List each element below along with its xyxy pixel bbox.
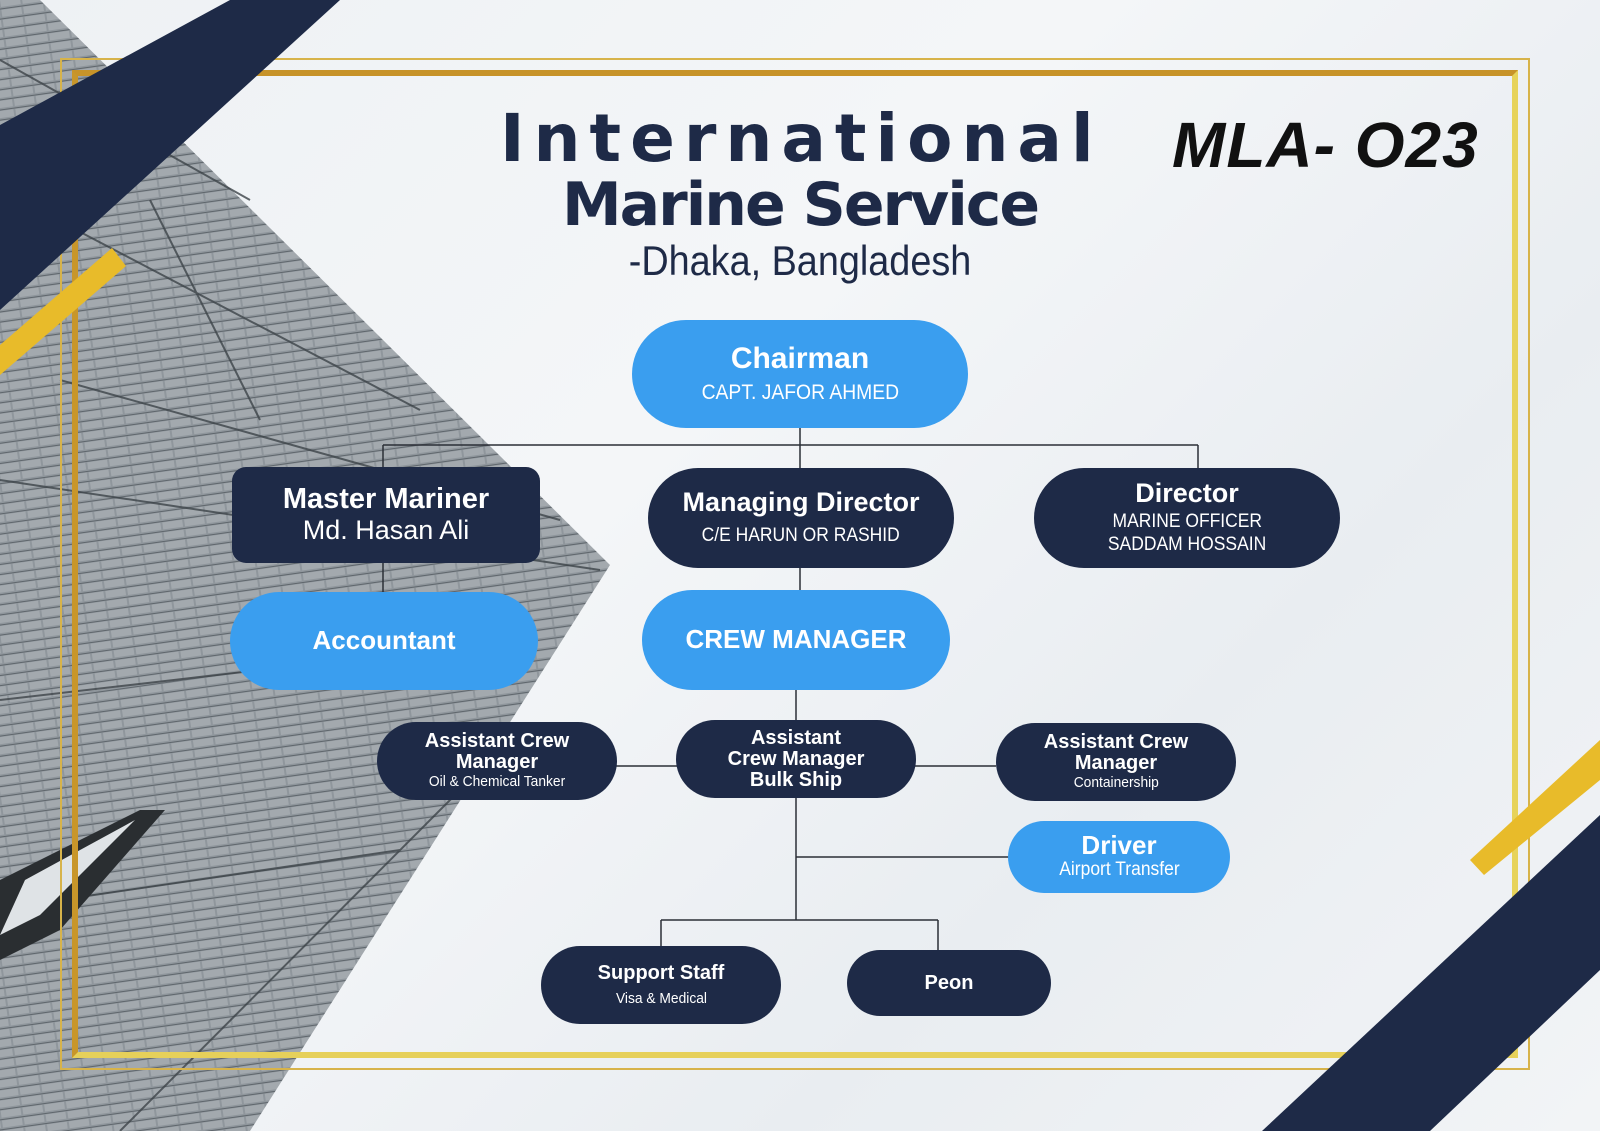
node-acm-bulk[interactable]: Assistant Crew Manager Bulk Ship bbox=[676, 720, 916, 798]
node-master-mariner[interactable]: Master Mariner Md. Hasan Ali bbox=[232, 467, 540, 563]
title-international: International bbox=[500, 100, 1103, 177]
node-acm-bulk-title-3: Bulk Ship bbox=[749, 768, 843, 791]
node-managing-director-name: C/E HARUN OR RASHID bbox=[701, 524, 901, 546]
node-acm-tanker-title-2: Manager bbox=[455, 751, 539, 773]
node-master-mariner-title: Master Mariner bbox=[282, 482, 490, 515]
node-acm-container-title-1: Assistant Crew bbox=[1043, 731, 1189, 753]
node-accountant-title: Accountant bbox=[312, 625, 456, 656]
node-driver[interactable]: Driver Airport Transfer bbox=[1008, 821, 1230, 893]
title-block: International Marine Service -Dhaka, Ban… bbox=[500, 104, 1100, 286]
gold-frame-inner bbox=[72, 70, 1518, 1058]
node-managing-director[interactable]: Managing Director C/E HARUN OR RASHID bbox=[648, 468, 954, 568]
document-code: MLA- O23 bbox=[1172, 109, 1479, 181]
node-director-name: SADDAM HOSSAIN bbox=[1107, 534, 1267, 556]
node-acm-tanker-title-1: Assistant Crew bbox=[424, 730, 570, 752]
node-peon[interactable]: Peon bbox=[847, 950, 1051, 1016]
node-driver-sub: Airport Transfer bbox=[1058, 859, 1180, 881]
node-support-staff[interactable]: Support Staff Visa & Medical bbox=[541, 946, 781, 1024]
node-acm-container-sub: Containership bbox=[1073, 774, 1159, 791]
node-chairman-title: Chairman bbox=[730, 341, 870, 375]
node-acm-tanker-sub: Oil & Chemical Tanker bbox=[428, 773, 566, 790]
node-managing-director-title: Managing Director bbox=[682, 487, 920, 518]
node-accountant[interactable]: Accountant bbox=[230, 592, 538, 690]
node-support-staff-sub: Visa & Medical bbox=[615, 989, 707, 1007]
node-acm-container-title-2: Manager bbox=[1074, 752, 1158, 774]
gold-frame-outer bbox=[60, 58, 1530, 1070]
node-support-staff-title: Support Staff bbox=[597, 961, 725, 984]
title-location: -Dhaka, Bangladesh bbox=[628, 237, 972, 284]
node-peon-title: Peon bbox=[924, 971, 974, 994]
node-crew-manager-title: CREW MANAGER bbox=[685, 624, 907, 655]
node-chairman[interactable]: Chairman CAPT. JAFOR AHMED bbox=[632, 320, 968, 428]
node-master-mariner-name: Md. Hasan Ali bbox=[302, 515, 470, 546]
node-chairman-name: CAPT. JAFOR AHMED bbox=[701, 381, 899, 405]
node-director[interactable]: Director MARINE OFFICER SADDAM HOSSAIN bbox=[1034, 468, 1340, 568]
node-crew-manager[interactable]: CREW MANAGER bbox=[642, 590, 950, 690]
node-acm-container[interactable]: Assistant Crew Manager Containership bbox=[996, 723, 1236, 801]
node-director-role: MARINE OFFICER bbox=[1112, 511, 1262, 533]
title-marine-service: Marine Service bbox=[561, 170, 1040, 240]
node-acm-bulk-title-1: Assistant bbox=[750, 726, 842, 749]
node-director-title: Director bbox=[1135, 478, 1239, 509]
node-acm-bulk-title-2: Crew Manager bbox=[727, 747, 865, 770]
node-driver-title: Driver bbox=[1081, 829, 1157, 860]
node-acm-tanker[interactable]: Assistant Crew Manager Oil & Chemical Ta… bbox=[377, 722, 617, 800]
